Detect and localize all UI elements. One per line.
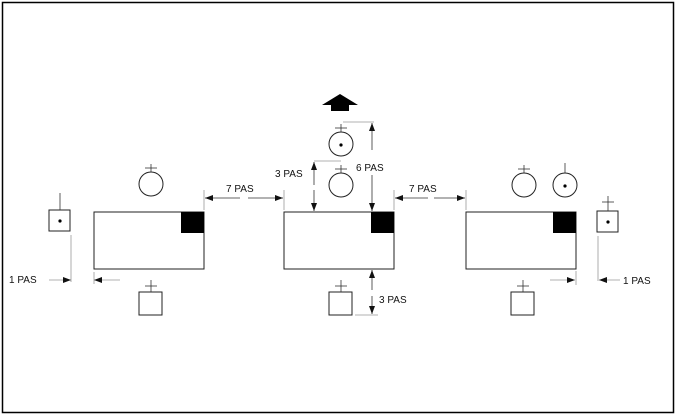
label-side-left: 1 PAS (9, 275, 37, 286)
station-right: 1 PAS (465, 163, 651, 316)
square-center-bottom (328, 291, 353, 316)
label-left-gap: 7 PAS (226, 184, 254, 195)
circle-left-top (138, 171, 164, 197)
station-center: 3 PAS 6 PAS 3 PAS (275, 94, 407, 316)
label-bottom: 3 PAS (379, 295, 407, 306)
block-left-marker (181, 212, 204, 233)
square-right-bottom (510, 291, 535, 316)
station-left: 1 PAS (9, 164, 205, 316)
label-side-right: 1 PAS (623, 276, 651, 287)
dimension-right-gap: 7 PAS (393, 184, 467, 210)
square-left-bottom (138, 291, 163, 316)
block-center-marker (371, 212, 394, 233)
dimension-left-gap: 7 PAS (203, 184, 285, 210)
block-right-marker (553, 212, 576, 233)
up-arrow-icon (322, 94, 358, 111)
label-top-near: 3 PAS (275, 169, 303, 180)
block-right (465, 211, 577, 270)
circle-right-a (511, 172, 537, 198)
circle-center-near (328, 172, 354, 198)
label-top-far: 6 PAS (356, 163, 384, 174)
label-right-gap: 7 PAS (409, 184, 437, 195)
